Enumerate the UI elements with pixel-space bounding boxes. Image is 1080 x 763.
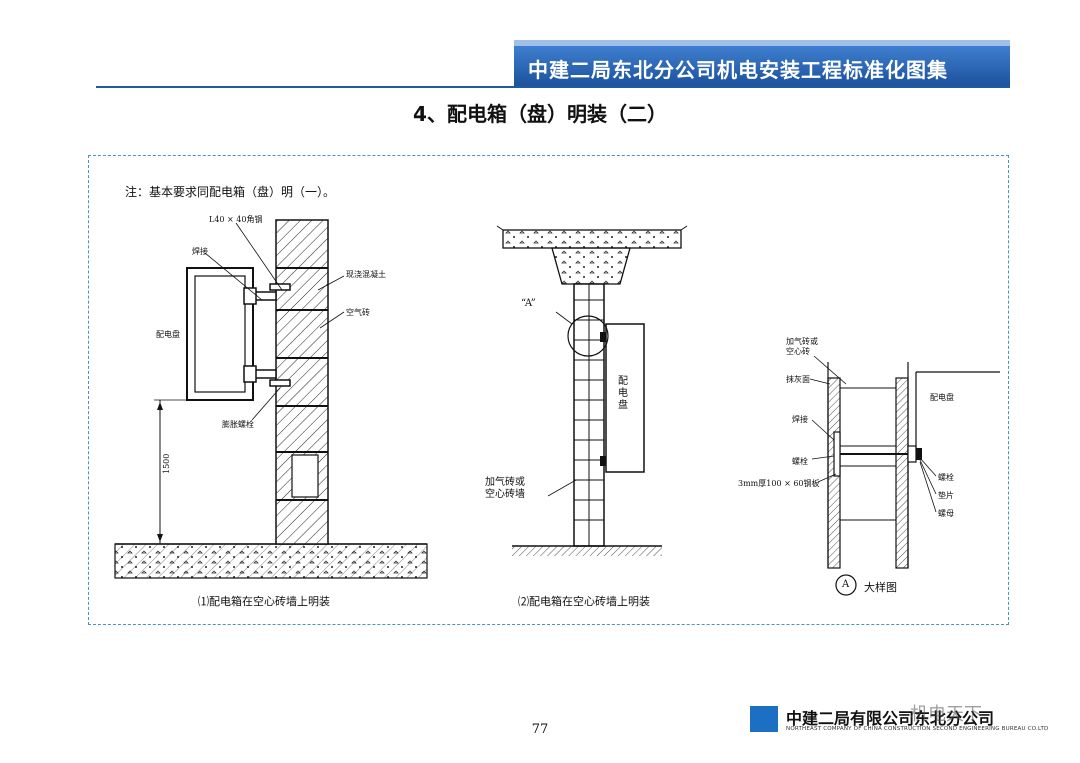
fig1-caption: ⑴配电箱在空心砖墙上明装 — [198, 595, 330, 608]
fig3-washer-label: 垫片 — [938, 491, 954, 500]
fig1-expansion-bolt-label: 膨胀螺栓 — [222, 420, 254, 429]
drawing-frame — [88, 155, 1009, 625]
fig2-detail-a-label: “A” — [521, 298, 536, 309]
header-accent-bar — [514, 40, 1010, 48]
header-rule — [96, 86, 1010, 88]
page-number: 77 — [531, 722, 549, 737]
fig1-weld-label: 焊接 — [192, 247, 208, 256]
fig2-wall-label: 加气砖或 空心砖墙 — [485, 477, 525, 500]
header-title: 中建二局东北分公司机电安装工程标准化图集 — [528, 58, 948, 82]
fig3-nut-label: 螺母 — [938, 509, 954, 518]
figure-2-drawing — [496, 225, 688, 556]
fig1-concrete-label: 现浇混凝土 — [346, 270, 386, 279]
header-banner — [514, 46, 1010, 88]
fig3-weld-label: 焊接 — [792, 415, 808, 424]
fig2-panel-label: 配电盘 — [618, 376, 628, 411]
fig3-brick-label: 加气砖或 空心砖 — [786, 337, 818, 356]
fig3-plaster-label: 抹灰面 — [786, 375, 810, 384]
company-logo-icon — [750, 706, 778, 732]
company-name: 中建二局有限公司东北分公司 — [786, 709, 995, 728]
fig2-caption: ⑵配电箱在空心砖墙上明装 — [518, 595, 650, 608]
fig3-bolt-left-label: 螺栓 — [792, 457, 808, 466]
company-name-en: NORTHEAST COMPANY OF CHINA CONSTRUCTION … — [786, 726, 1049, 732]
fig1-height-dimension: 1500 — [162, 453, 171, 474]
fig3-marker: A — [842, 579, 850, 590]
fig1-panel-label: 配电盘 — [156, 330, 180, 339]
figure-1-drawing — [114, 219, 428, 579]
fig3-plate-label: 3mm厚100 × 60钢板 — [738, 479, 820, 488]
fig3-bolt-right-label: 螺栓 — [938, 473, 954, 482]
drawing-note: 注：基本要求同配电箱（盘）明（一）。 — [125, 185, 336, 199]
fig3-detail-label: 大样图 — [864, 581, 897, 594]
figure-3-drawing — [809, 355, 1000, 596]
fig1-angle-steel-label: L40 × 40角钢 — [209, 215, 263, 224]
fig1-aerated-brick-label: 空气砖 — [346, 308, 370, 317]
watermark: 机电天下 — [910, 704, 982, 725]
page-title: 4、配电箱（盘）明装（二） — [413, 102, 667, 126]
fig3-panel-label: 配电盘 — [930, 393, 954, 402]
